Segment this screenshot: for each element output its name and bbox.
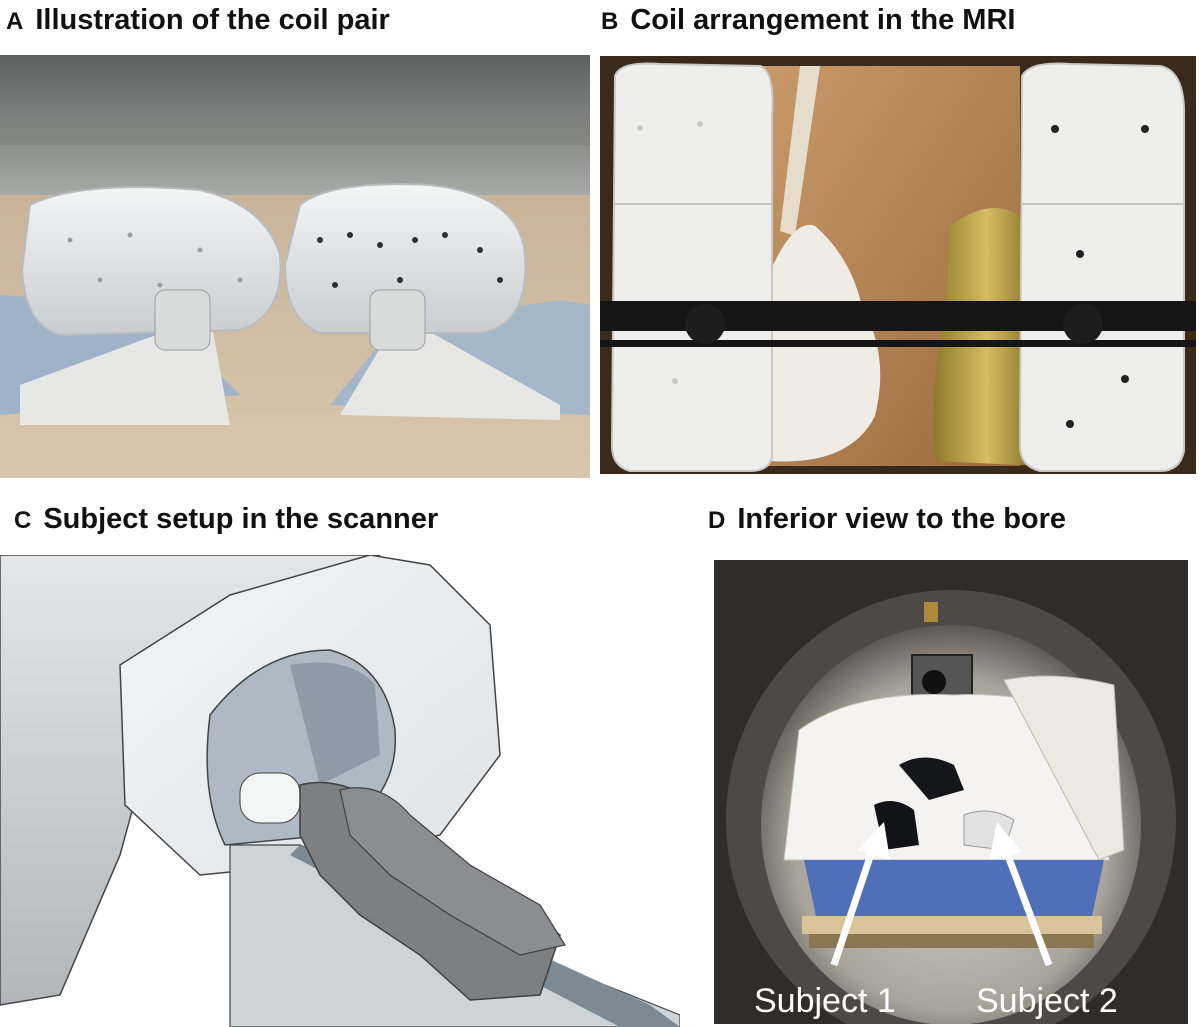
panel-c-title: C Subject setup in the scanner	[14, 505, 438, 534]
panel-d-photo	[714, 560, 1188, 1024]
panel-a-photo	[0, 55, 590, 478]
panel-d-title-text: Inferior view to the bore	[737, 503, 1067, 535]
panel-d-title: D Inferior view to the bore	[708, 505, 1066, 534]
panel-b-letter: B	[601, 8, 619, 35]
panel-d-letter: D	[708, 507, 726, 534]
panel-c-illustration	[0, 555, 680, 1027]
subject-2-label: Subject 2	[976, 982, 1118, 1020]
panel-b-photo	[600, 56, 1196, 474]
panel-a-letter: A	[6, 8, 24, 35]
panel-c-title-text: Subject setup in the scanner	[43, 503, 439, 535]
subject-1-label: Subject 1	[754, 982, 896, 1020]
panel-a-title-text: Illustration of the coil pair	[35, 4, 390, 36]
panel-a-title: A Illustration of the coil pair	[6, 6, 390, 35]
panel-b-title-text: Coil arrangement in the MRI	[630, 4, 1016, 36]
panel-b-title: B Coil arrangement in the MRI	[601, 6, 1015, 35]
panel-c-letter: C	[14, 507, 32, 534]
